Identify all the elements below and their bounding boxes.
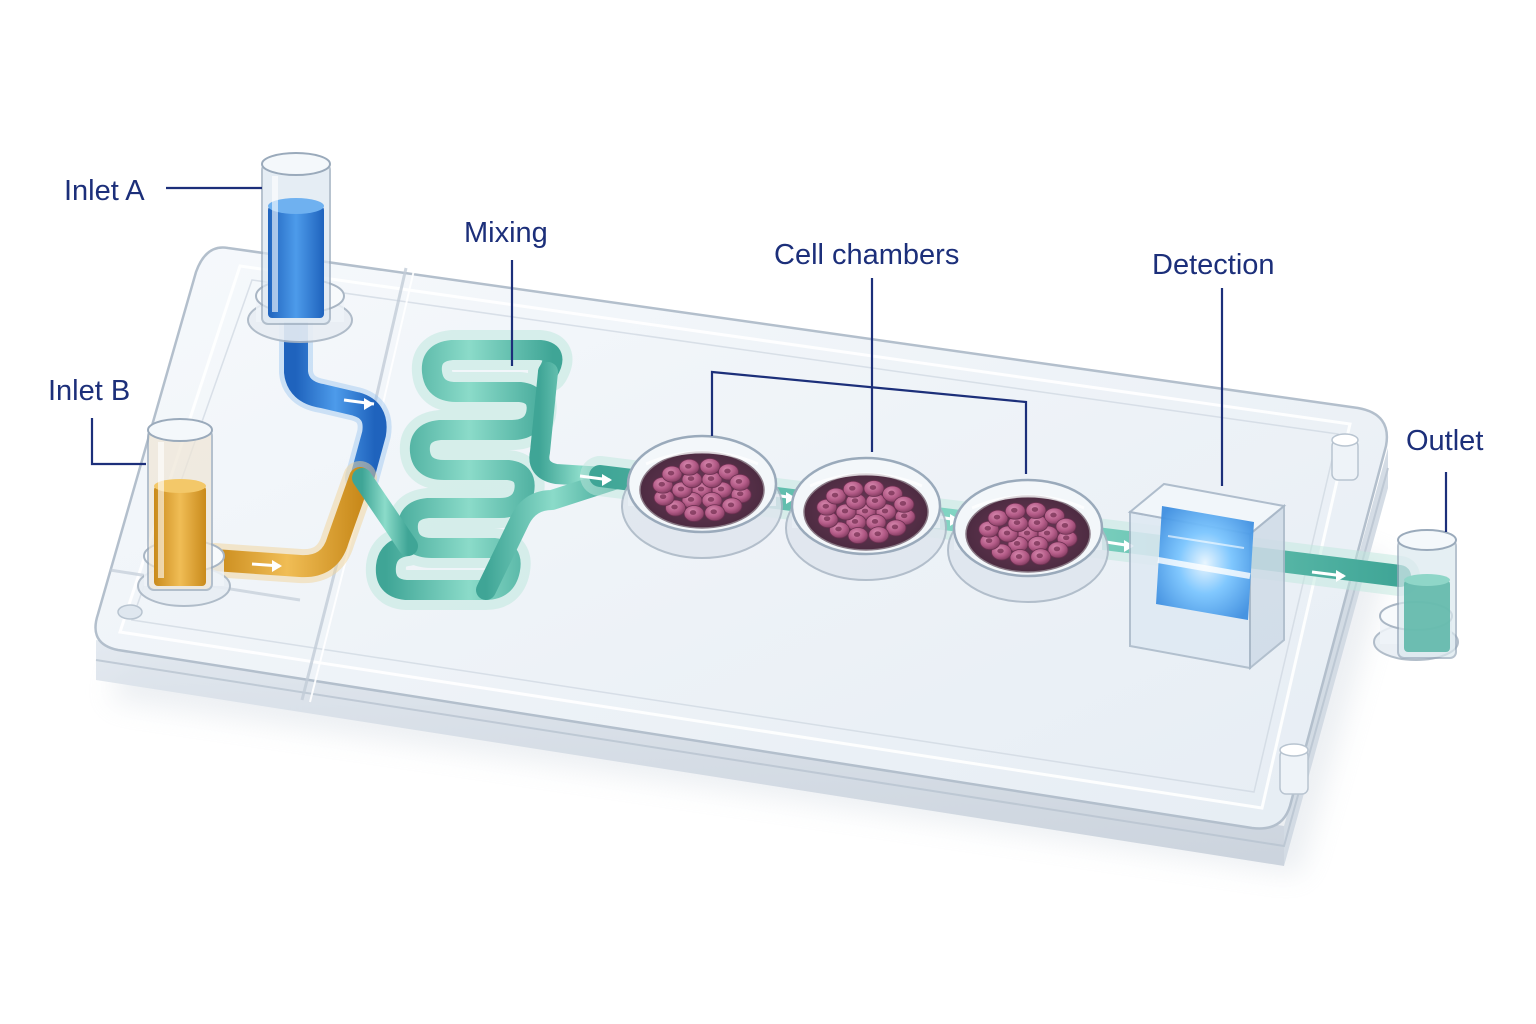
flow-arrow-icon (579, 474, 612, 486)
cell-chamber (947, 478, 1109, 603)
label-inlet-b: Inlet B (48, 375, 130, 407)
flow-arrow-icon (343, 398, 375, 410)
flow-arrow-icon (1311, 570, 1346, 582)
channel-inlet-b (197, 461, 377, 584)
flow-arrow-icon (251, 560, 282, 572)
leader-inlet-b (90, 418, 146, 466)
detection-glow (1156, 506, 1254, 620)
mixing-serpentine-channel (352, 330, 630, 610)
label-cell-chambers: Cell chambers (774, 239, 959, 271)
cell-chambers-group (621, 434, 1109, 603)
corner-peg-bottom-right (1279, 743, 1309, 795)
leader-cell-chambers-bracket (710, 370, 1028, 474)
cell-chamber (621, 434, 783, 559)
channel-inlet-a (279, 303, 392, 495)
corner-peg-top-right (1331, 433, 1359, 481)
label-inlet-a: Inlet A (64, 175, 145, 207)
detection-module (1127, 482, 1287, 671)
outlet-reservoir-icon (1373, 529, 1459, 661)
inlet-b-reservoir-icon (137, 418, 231, 607)
leader-lines (90, 186, 1448, 532)
cell-cluster-icon (816, 480, 916, 544)
label-detection: Detection (1152, 249, 1275, 281)
label-outlet: Outlet (1406, 425, 1483, 457)
cell-cluster-icon (652, 458, 752, 522)
corner-peg-left (117, 604, 143, 620)
cell-chamber (785, 456, 947, 581)
label-mixing: Mixing (464, 217, 548, 249)
inlet-a-reservoir-icon (247, 152, 353, 343)
cell-cluster-icon (978, 502, 1078, 566)
